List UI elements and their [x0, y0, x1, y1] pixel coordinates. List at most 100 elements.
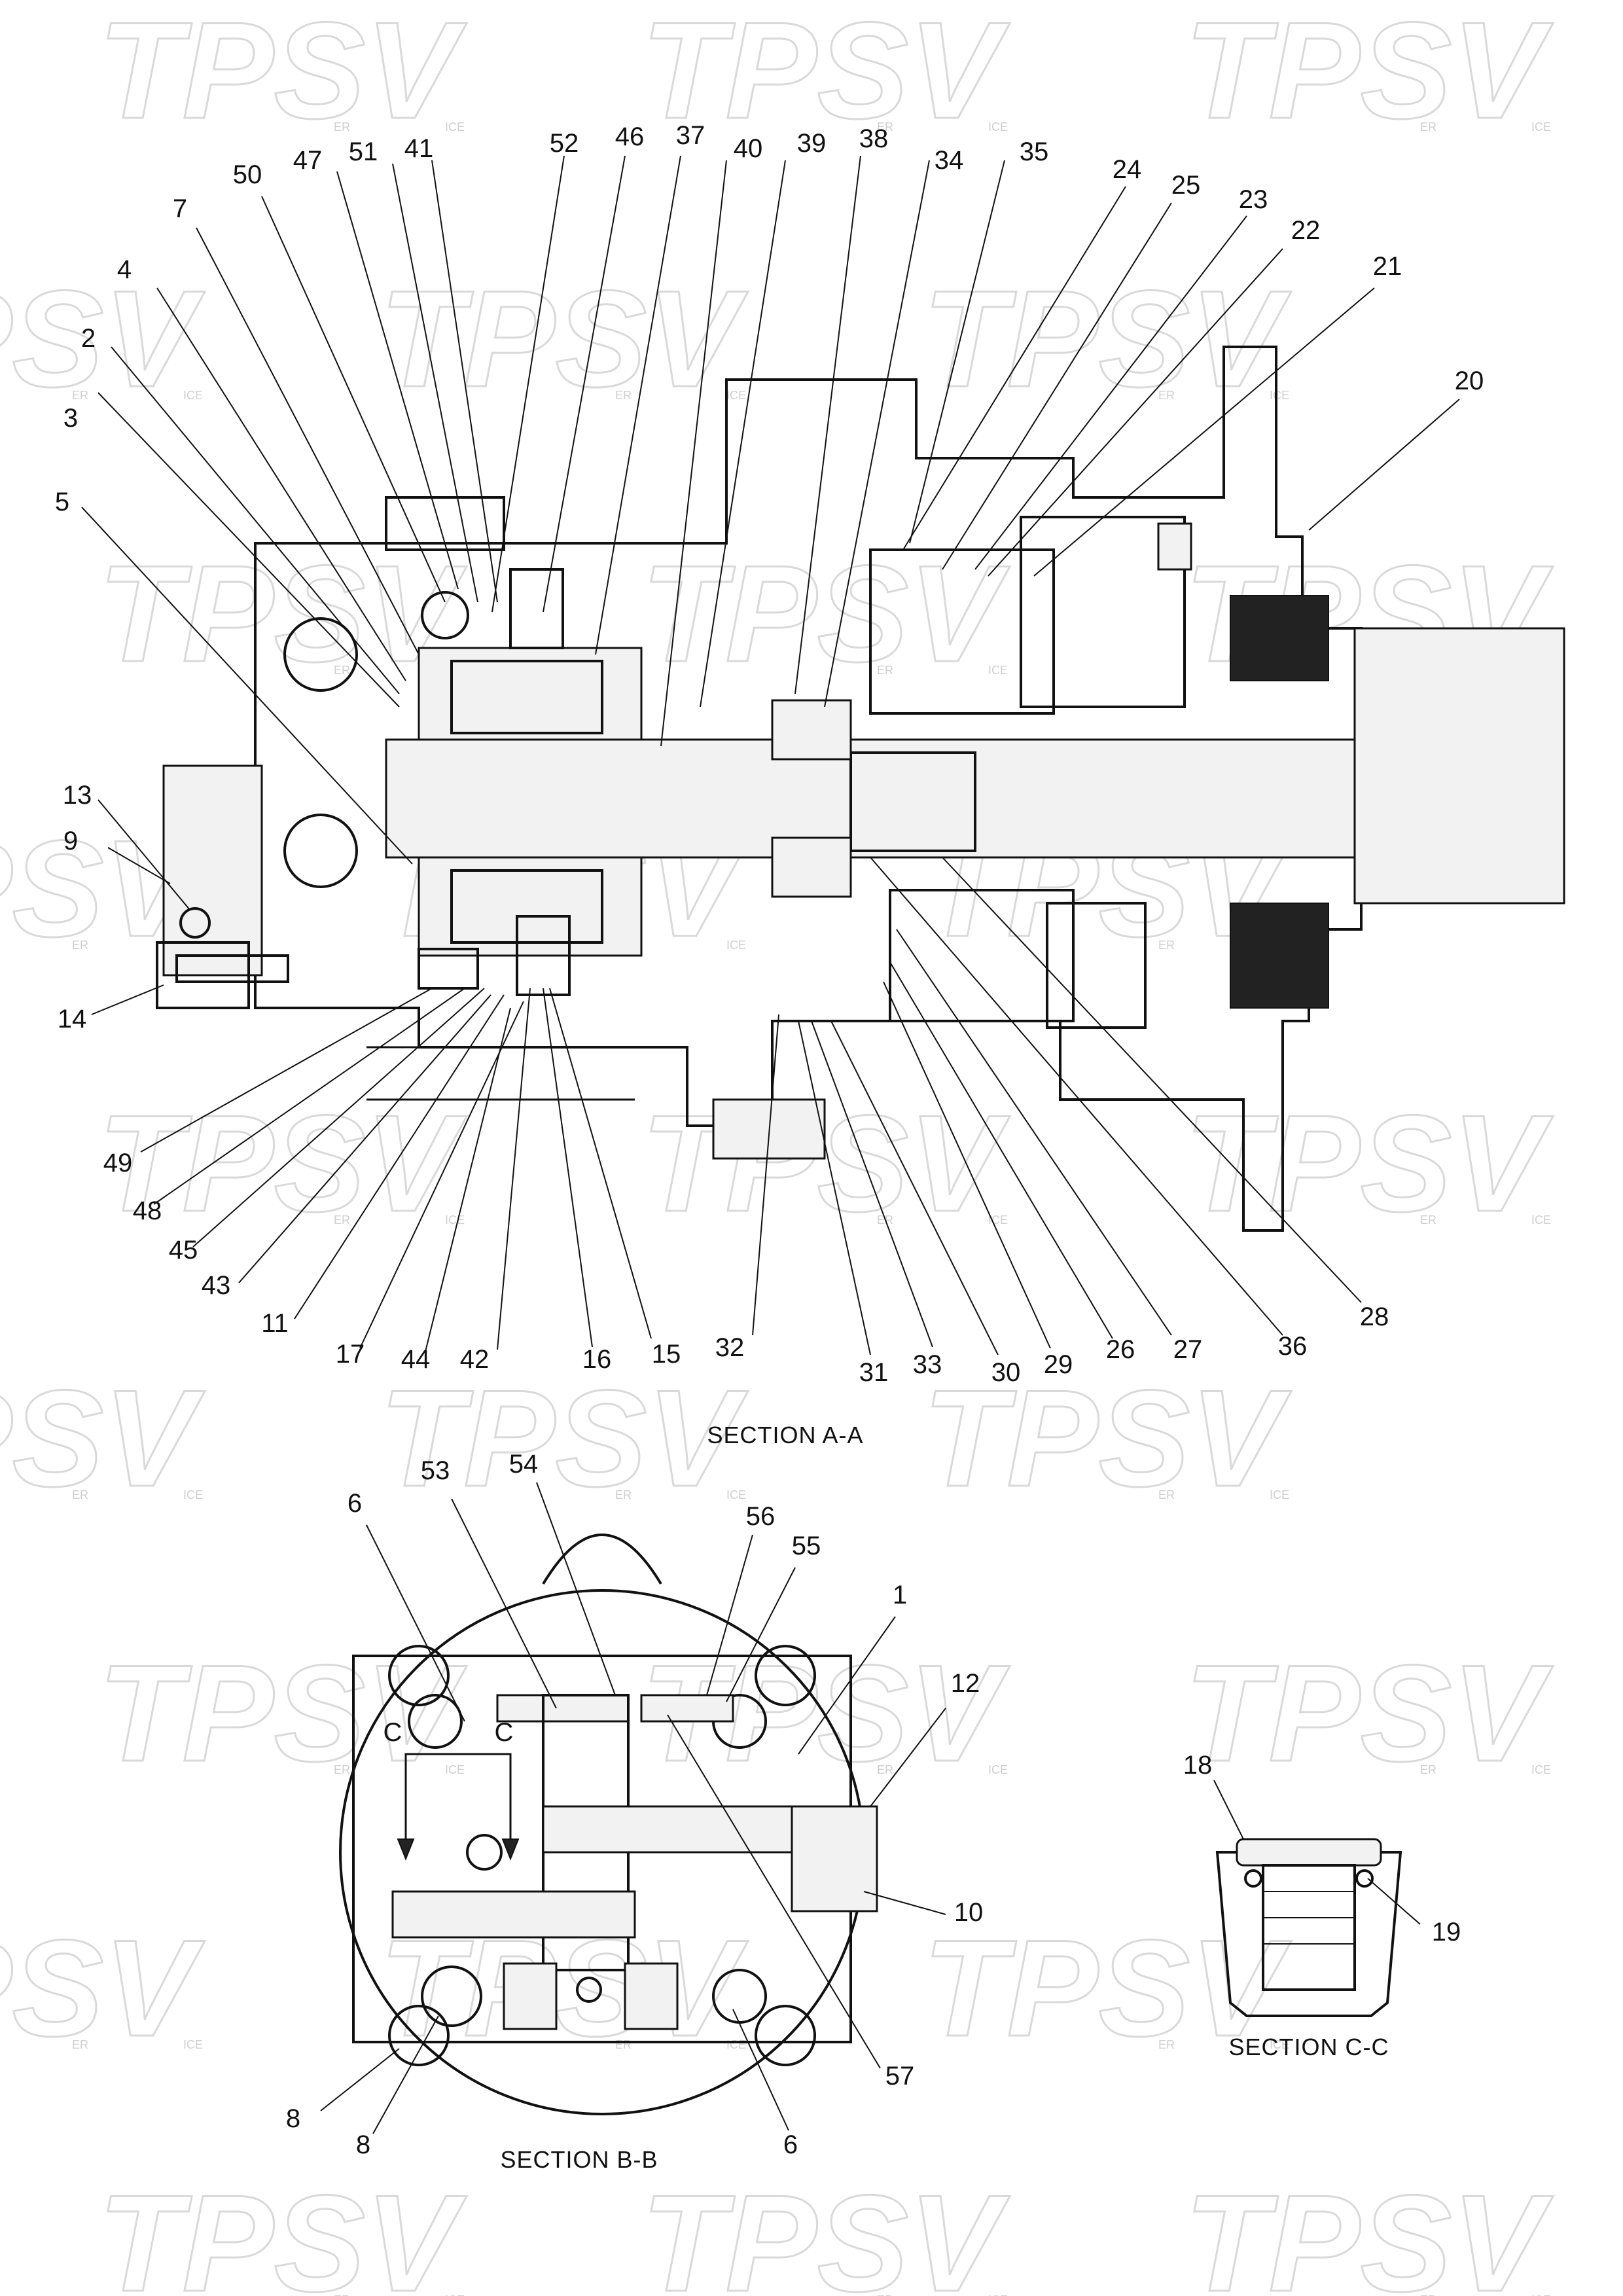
section-a-callout-4: 4 [117, 255, 132, 284]
section-b-callout-10: 10 [954, 1898, 984, 1927]
watermark-small-right: ICE [1531, 1763, 1551, 1776]
section-a-callout-41: 41 [404, 134, 434, 163]
section-a-callout-25: 25 [1171, 171, 1201, 200]
watermark-small-left: ER [72, 939, 88, 952]
section-b-callout-6: 6 [348, 1489, 362, 1518]
watermark-small-left: ER [615, 389, 632, 402]
watermark-small-left: ER [72, 2038, 88, 2051]
watermark-small-right: ICE [183, 2038, 203, 2051]
section-b-drawing [339, 1534, 878, 2115]
watermark-text: TPSV [380, 262, 748, 416]
watermark-small-left: ER [334, 664, 350, 677]
section-b-title: SECTION B-B [500, 2146, 658, 2173]
section-a-callout-51: 51 [349, 137, 378, 166]
section-b-leaders [320, 1482, 946, 2134]
section-b-callout-57: 57 [885, 2062, 915, 2090]
watermark-layer: TPSVERICETPSVERICETPSVERICETPSVERICETPSV… [0, 0, 1554, 2296]
section-a-callout-11: 11 [261, 1309, 289, 1338]
watermark-text: TPSV [1185, 0, 1553, 147]
watermark-small-left: ER [615, 1488, 632, 1501]
section-a-callout-21: 21 [1373, 252, 1402, 281]
watermark-text: TPSV [0, 1361, 205, 1515]
watermark-small-left: ER [1420, 2293, 1436, 2296]
watermark-small-right: ICE [988, 664, 1008, 677]
section-a-callout-40: 40 [734, 134, 763, 163]
watermark-small-right: ICE [1270, 1488, 1289, 1501]
watermark-small-right: ICE [726, 939, 746, 952]
section-a-callout-27: 27 [1173, 1335, 1203, 1364]
section-b-callout-8: 8 [356, 2130, 370, 2159]
watermark-text: TPSV [923, 1361, 1291, 1515]
section-b-callout-12: 12 [951, 1669, 980, 1698]
section-a-callout-52: 52 [550, 129, 579, 158]
watermark-small-right: ICE [183, 389, 203, 402]
watermark-text: TPSV [641, 2166, 1010, 2296]
section-a-callout-16: 16 [582, 1345, 612, 1374]
section-a-callout-46: 46 [615, 122, 645, 151]
section-a-callout-5: 5 [55, 488, 69, 516]
watermark-small-right: ICE [988, 2293, 1008, 2296]
watermark-text: TPSV [923, 1911, 1291, 2065]
section-a-callout-47: 47 [293, 146, 323, 175]
section-a-callout-22: 22 [1291, 216, 1321, 245]
watermark-small-left: ER [334, 120, 350, 134]
section-a-callout-32: 32 [715, 1333, 745, 1362]
watermark-small-right: ICE [988, 1213, 1008, 1227]
section-a-callout-9: 9 [63, 827, 78, 855]
cut-marker-c-right: C [495, 1718, 514, 1747]
watermark-small-left: ER [1158, 939, 1175, 952]
section-a-callout-34: 34 [935, 146, 964, 175]
watermark-small-left: ER [1420, 1763, 1436, 1776]
section-a-callout-33: 33 [913, 1350, 942, 1379]
watermark-text: TPSV [98, 0, 467, 147]
watermark-small-right: ICE [1270, 2038, 1289, 2051]
section-a-callout-39: 39 [797, 129, 827, 158]
watermark-text: TPSV [641, 537, 1010, 691]
section-a-callout-23: 23 [1239, 185, 1268, 214]
section-a-callout-20: 20 [1455, 367, 1484, 395]
watermark-small-left: ER [615, 2038, 632, 2051]
section-a-callout-37: 37 [676, 121, 705, 150]
watermark-small-right: ICE [1531, 1213, 1551, 1227]
section-a-callout-50: 50 [233, 160, 262, 189]
watermark-small-right: ICE [988, 120, 1008, 134]
watermark-small-right: ICE [445, 120, 465, 134]
section-c-title: SECTION C-C [1229, 2034, 1389, 2060]
section-a-callout-15: 15 [652, 1340, 681, 1369]
watermark-small-right: ICE [445, 1763, 465, 1776]
watermark-text: TPSV [1185, 2166, 1553, 2296]
section-a-drawing [156, 346, 1565, 1232]
section-a-callout-49: 49 [103, 1149, 133, 1177]
section-a-callout-36: 36 [1278, 1332, 1308, 1361]
watermark-small-left: ER [334, 1213, 350, 1227]
section-a-callout-29: 29 [1044, 1350, 1073, 1379]
section-a-callout-7: 7 [173, 194, 187, 223]
section-a-callout-43: 43 [202, 1271, 231, 1300]
watermark-small-right: ICE [445, 1213, 465, 1227]
section-b-callout-56: 56 [746, 1502, 776, 1531]
section-b-callout-55: 55 [792, 1532, 821, 1560]
watermark-text: TPSV [98, 537, 467, 691]
watermark-small-left: ER [334, 1763, 350, 1776]
watermark-text: TPSV [98, 1086, 467, 1240]
watermark-small-left: ER [877, 120, 893, 134]
section-a-callout-26: 26 [1106, 1335, 1135, 1364]
section-a-title: SECTION A-A [707, 1422, 863, 1448]
section-a-callout-45: 45 [169, 1236, 198, 1265]
section-a-callout-14: 14 [58, 1005, 87, 1033]
section-a-callout-44: 44 [401, 1345, 431, 1374]
watermark-text: TPSV [923, 262, 1291, 416]
watermark-small-left: ER [1158, 2038, 1175, 2051]
section-a-callout-13: 13 [63, 781, 92, 810]
section-a-callout-17: 17 [336, 1340, 365, 1369]
watermark-small-right: ICE [726, 2038, 746, 2051]
section-a-callout-31: 31 [859, 1358, 889, 1387]
section-b-callout-53: 53 [421, 1456, 450, 1485]
watermark-text: TPSV [641, 0, 1010, 147]
section-a-callout-35: 35 [1020, 137, 1049, 166]
watermark-small-left: ER [877, 1763, 893, 1776]
watermark-small-left: ER [877, 2293, 893, 2296]
